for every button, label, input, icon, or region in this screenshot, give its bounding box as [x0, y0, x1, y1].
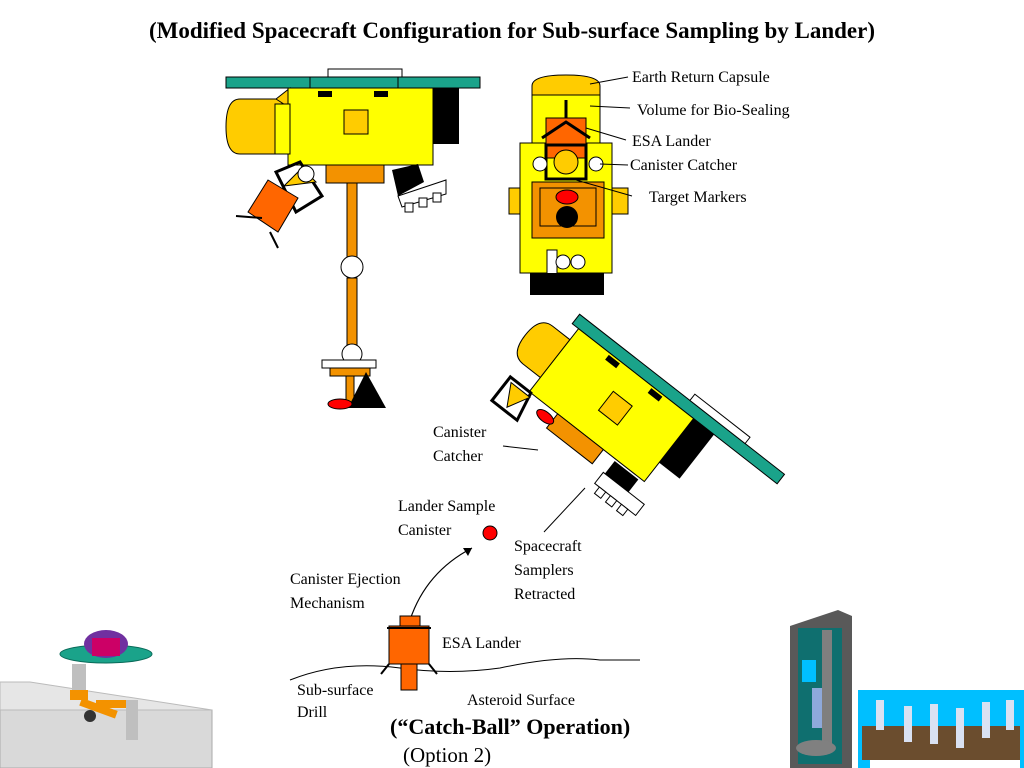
label-lander-sample-canister: Lander Sample Canister — [398, 497, 495, 540]
label-target-markers: Target Markers — [649, 189, 747, 206]
robot-arm-inset — [0, 630, 213, 768]
label-subsurface-drill-line1: Sub-surface — [297, 682, 374, 699]
spacecraft-tilted-view — [489, 313, 786, 517]
thruster-block — [433, 88, 459, 144]
esa-lander-surface — [388, 625, 430, 665]
label-esa-lander-bottom: ESA Lander — [442, 635, 521, 652]
label-volume-bio-sealing: Volume for Bio-Sealing — [637, 102, 790, 119]
ejection-trajectory — [409, 547, 473, 621]
target-marker — [555, 189, 579, 205]
subsurface-drill — [400, 663, 418, 691]
label-subsurface-drill-line2: Drill — [297, 704, 328, 721]
earth-return-capsule — [531, 74, 601, 97]
label-subsurface-drill: Sub-surface Drill — [297, 681, 373, 722]
spacecraft-front-view — [508, 74, 633, 295]
label-spacecraft-samplers-line3: Retracted — [514, 586, 576, 603]
label-asteroid-surface: Asteroid Surface — [467, 692, 575, 709]
esa-lander-side — [247, 179, 299, 233]
drill-tower-inset — [790, 610, 852, 768]
label-earth-return-capsule: Earth Return Capsule — [632, 69, 770, 86]
label-esa-lander-top: ESA Lander — [632, 133, 711, 150]
label-canister-ejection-line1: Canister Ejection — [290, 571, 401, 588]
label-canister-catcher-mid-line1: Canister — [433, 424, 487, 441]
solar-panel — [225, 76, 481, 89]
spacecraft-side-view — [225, 68, 481, 410]
label-spacecraft-samplers: Spacecraft Samplers Retracted — [514, 537, 582, 604]
label-lander-sample-canister-line2: Canister — [398, 522, 452, 539]
caption-catch-ball: (“Catch-Ball” Operation) — [390, 714, 631, 739]
return-capsule — [225, 98, 283, 155]
label-canister-catcher-mid: Canister Catcher — [433, 423, 486, 466]
sampling-boom — [346, 182, 358, 266]
caption-option: (Option 2) — [403, 743, 492, 767]
catch-ball-operation — [289, 525, 640, 691]
asteroid-surface-line — [289, 658, 640, 681]
label-canister-ejection: Canister Ejection Mechanism — [290, 570, 401, 613]
drilling-sequence-inset — [858, 690, 1024, 768]
label-spacecraft-samplers-line2: Samplers — [514, 562, 574, 579]
label-lander-sample-canister-line1: Lander Sample — [398, 498, 496, 515]
antenna-box — [327, 68, 403, 78]
label-canister-catcher-mid-line2: Catcher — [433, 448, 483, 465]
page-title: (Modified Spacecraft Configuration for S… — [149, 18, 875, 43]
label-spacecraft-samplers-line1: Spacecraft — [514, 538, 582, 555]
lander-sample-canister — [482, 525, 498, 541]
label-canister-ejection-line2: Mechanism — [290, 595, 365, 612]
label-canister-catcher-top: Canister Catcher — [630, 157, 738, 174]
